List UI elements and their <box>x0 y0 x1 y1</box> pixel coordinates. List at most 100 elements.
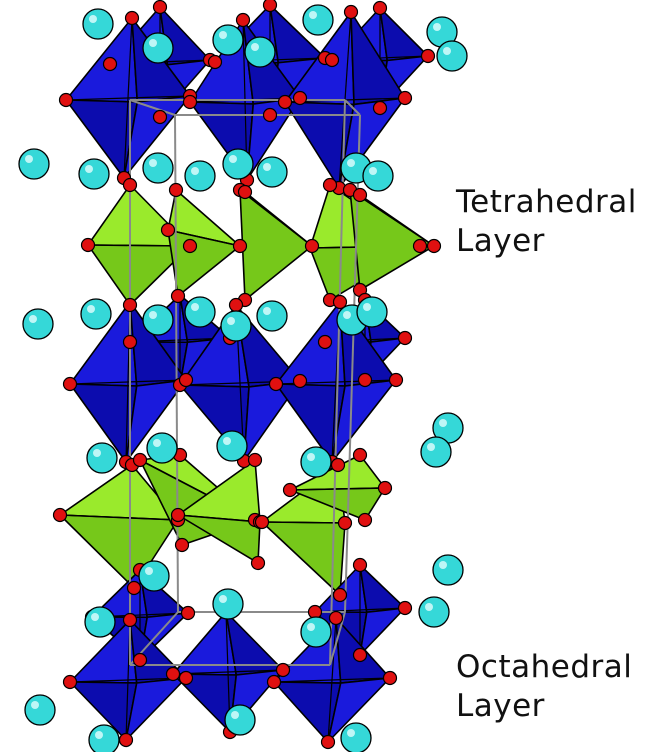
tetrahedral-label-line1: Tetrahedral <box>456 184 637 220</box>
unit-cell-edge <box>129 99 176 116</box>
tetrahedron-edge <box>239 189 313 247</box>
cation-highlight <box>347 729 355 737</box>
oxygen-atom <box>247 452 263 468</box>
cation-atom <box>80 298 112 330</box>
cation-atom <box>212 588 244 620</box>
cation-atom <box>142 152 174 184</box>
cation-highlight <box>89 15 97 23</box>
oxygen-atom <box>357 512 373 528</box>
tetrahedral-layer-label: Tetrahedral Layer <box>456 183 637 261</box>
cation-atom <box>18 148 50 180</box>
cation-highlight <box>149 311 157 319</box>
oxygen-atom <box>126 580 142 596</box>
octahedral-label-line2: Layer <box>456 688 545 724</box>
oxygen-atom <box>118 732 134 748</box>
tetrahedron-face <box>239 189 313 301</box>
oxygen-atom <box>122 612 138 628</box>
cation-highlight <box>95 731 103 739</box>
oxygen-atom <box>282 482 298 498</box>
oxygen-atom <box>178 372 194 388</box>
cation-atom <box>216 430 248 462</box>
cation-highlight <box>263 163 271 171</box>
oxygen-atom <box>324 52 340 68</box>
oxygen-atom <box>330 457 346 473</box>
octahedron-face <box>125 677 187 741</box>
tetrahedron-upper-2 <box>167 189 241 297</box>
octahedral-layer-label: Octahedral Layer <box>456 648 632 726</box>
cation-atom <box>432 554 464 586</box>
cation-highlight <box>145 567 153 575</box>
oxygen-atom <box>372 0 388 16</box>
cation-highlight <box>369 167 377 175</box>
cation-highlight <box>227 317 235 325</box>
cation-highlight <box>29 315 37 323</box>
oxygen-atom <box>237 184 253 200</box>
cation-highlight <box>149 39 157 47</box>
cation-highlight <box>191 167 199 175</box>
oxygen-atom <box>266 674 282 690</box>
cation-atom <box>244 36 276 68</box>
cation-atom <box>184 296 216 328</box>
cation-atom <box>22 308 54 340</box>
oxygen-atom <box>152 109 168 125</box>
oxygen-atom <box>170 288 186 304</box>
octahedron-edge <box>65 95 191 101</box>
tetrahedron-edge <box>289 487 386 491</box>
cation-highlight <box>263 307 271 315</box>
tetrahedron-edge <box>167 229 241 247</box>
cation-atom <box>340 722 372 752</box>
oxygen-atom <box>52 507 68 523</box>
tetrahedron-lower-3 <box>177 459 261 564</box>
cation-atom <box>88 724 120 752</box>
oxygen-atom <box>62 674 78 690</box>
cation-highlight <box>427 443 435 451</box>
cation-highlight <box>343 311 351 319</box>
octahedron-edge <box>273 677 391 683</box>
octahedron-bottom-2 <box>172 611 284 733</box>
cation-highlight <box>223 437 231 445</box>
unit-cell-edge <box>344 99 361 116</box>
oxygen-atom <box>102 56 118 72</box>
oxygen-atom <box>377 480 393 496</box>
cation-highlight <box>425 603 433 611</box>
cation-atom <box>84 606 116 638</box>
oxygen-atom <box>292 373 308 389</box>
oxygen-atom <box>132 452 148 468</box>
oxygen-atom <box>352 187 368 203</box>
cation-atom <box>224 704 256 736</box>
tetrahedron-lower-5 <box>289 454 386 521</box>
oxygen-atom <box>174 537 190 553</box>
cation-atom <box>184 160 216 192</box>
cation-highlight <box>231 711 239 719</box>
octahedral-label-line1: Octahedral <box>456 649 633 685</box>
oxygen-atom <box>352 447 368 463</box>
cation-atom <box>420 436 452 468</box>
oxygen-atom <box>332 587 348 603</box>
cation-atom <box>78 158 110 190</box>
cation-highlight <box>439 419 447 427</box>
cation-atom <box>146 432 178 464</box>
oxygen-atom <box>182 94 198 110</box>
cation-atom <box>256 300 288 332</box>
cation-highlight <box>229 155 237 163</box>
oxygen-atom <box>412 238 428 254</box>
cation-highlight <box>93 449 101 457</box>
oxygen-atom <box>292 90 308 106</box>
cation-atom <box>138 560 170 592</box>
cation-highlight <box>307 623 315 631</box>
cation-atom <box>222 148 254 180</box>
oxygen-atom <box>372 100 388 116</box>
cation-highlight <box>219 595 227 603</box>
octahedron-edge <box>69 379 187 385</box>
oxygen-atom <box>168 182 184 198</box>
oxygen-atom <box>268 376 284 392</box>
cation-highlight <box>191 303 199 311</box>
cation-atom <box>418 596 450 628</box>
cation-atom <box>142 32 174 64</box>
oxygen-atom <box>382 670 398 686</box>
oxygen-atom <box>160 222 176 238</box>
cation-atom <box>362 160 394 192</box>
oxygen-atom <box>122 297 138 313</box>
oxygen-atom <box>254 514 270 530</box>
